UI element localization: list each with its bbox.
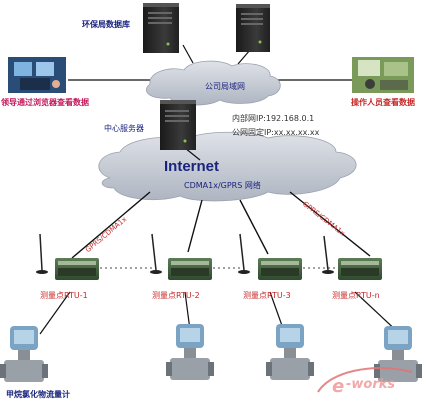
public-ip-label: 公网固定IP:xx.xx.xx.xx	[232, 128, 320, 137]
rtu-label-1: 测量点RTU-1	[40, 291, 88, 300]
lan-cloud	[145, 60, 281, 106]
internal-ip-label: 内部网IP:192.168.0.1	[232, 114, 315, 123]
antenna-icon	[238, 233, 250, 274]
antenna-icon	[36, 233, 48, 274]
center-server-label: 中心服务器	[104, 124, 144, 133]
operator-view-label: 操作人员查看数据	[351, 98, 415, 107]
rtu-device-n	[322, 235, 382, 280]
svg-text:-works: -works	[346, 377, 395, 392]
internet-title: Internet	[164, 158, 220, 175]
rtu-label-n: 测量点RTU-n	[332, 291, 380, 300]
flowmeter-icon	[166, 324, 214, 380]
server-tower-icon	[236, 4, 270, 52]
rtu-device-2	[150, 233, 212, 280]
cdma-gprs-label: CDMA1x/GPRS 网络	[184, 181, 261, 190]
leader-view-label: 领导通过浏览器查看数据	[1, 98, 89, 107]
wireless-links	[71, 191, 371, 259]
antenna-icon	[322, 235, 334, 274]
watermark-logo: e -works	[317, 367, 413, 397]
flowmeter-icon	[0, 326, 48, 382]
lan-label: 公司局域网	[205, 82, 245, 91]
meter-label: 甲烷氯化物流量计	[6, 390, 70, 399]
rtu-label-2: 测量点RTU-2	[152, 291, 200, 300]
svg-text:e: e	[332, 376, 344, 397]
flowmeter-icon	[374, 326, 422, 382]
epb-database-label: 环保局数据库	[82, 20, 130, 29]
rtu-device-1	[36, 233, 99, 280]
antenna-icon	[150, 233, 162, 274]
rtu-label-3: 测量点RTU-3	[243, 291, 291, 300]
workstation-photo-icon	[8, 57, 66, 93]
workstation-photo-icon	[352, 57, 414, 93]
server-tower-icon	[143, 3, 179, 53]
rtu-device-3	[238, 233, 302, 280]
server-tower-icon	[160, 100, 196, 150]
flowmeter-icon	[266, 324, 314, 380]
